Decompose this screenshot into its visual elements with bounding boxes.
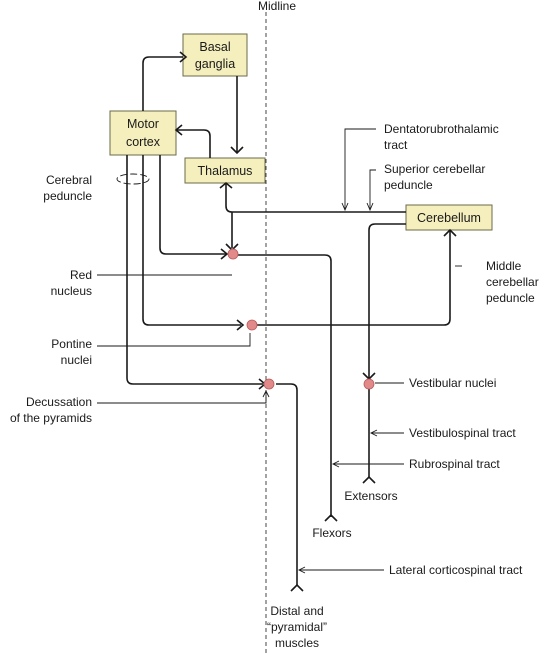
- superior-peduncle-leader: [369, 169, 376, 210]
- dentatorubrothalamic-label-1: Dentatorubrothalamic: [384, 122, 499, 136]
- vestibular-nuclei-label: Vestibular nuclei: [409, 376, 496, 390]
- thalamus-to-cortex: [176, 129, 211, 158]
- lateral-corticospinal-path: [276, 383, 298, 586]
- basal-ganglia-line2: ganglia: [195, 57, 235, 71]
- basal-ganglia-box: Basal ganglia: [182, 33, 248, 77]
- decussation-node: [263, 378, 275, 390]
- red-nucleus-label-2: nucleus: [51, 284, 92, 298]
- distal-label-3: muscles: [275, 636, 319, 650]
- cortex-to-red-nucleus: [159, 155, 226, 255]
- cerebellum-to-vestibular: [368, 223, 406, 378]
- flexors-fork: [324, 513, 338, 522]
- flexors-label: Flexors: [312, 526, 351, 540]
- cerebral-peduncle-label-1: Cerebral: [46, 173, 92, 187]
- superior-arrow: [366, 202, 374, 212]
- motor-cortex-line2: cortex: [126, 135, 161, 149]
- decussation-label-2: of the pyramids: [10, 411, 92, 425]
- cerebral-peduncle-label-2: peduncle: [43, 189, 92, 203]
- red-nucleus-node: [227, 248, 239, 260]
- decussation-arrow: [262, 389, 270, 398]
- cortex-fork-basal: [179, 51, 188, 63]
- cortex-to-pontine: [142, 155, 241, 326]
- thalamus-label: Thalamus: [198, 164, 253, 178]
- dentato-arrow: [341, 202, 349, 212]
- middle-peduncle-label-2: cerebellar: [486, 275, 539, 289]
- decussation-leader: [97, 391, 267, 404]
- superior-peduncle-label-1: Superior cerebellar: [384, 162, 485, 176]
- pontine-label-1: Pontine: [51, 337, 92, 351]
- decussation-label-1: Decussation: [26, 395, 92, 409]
- basal-ganglia-line1: Basal: [199, 40, 230, 54]
- dentatorubrothalamic-leader: [344, 128, 376, 210]
- superior-peduncle-label-2: peduncle: [384, 178, 433, 192]
- thalamus-box: Thalamus: [184, 157, 266, 184]
- dentatorubrothalamic-label-2: tract: [384, 138, 408, 152]
- corticospinal-path: [126, 155, 263, 385]
- basal-thalamus-fork: [230, 146, 244, 155]
- pontine-label-2: nuclei: [61, 353, 92, 367]
- rubrospinal-path: [238, 254, 332, 517]
- lateral-corticospinal-arrow: [297, 566, 306, 574]
- cortex-to-basal-ganglia: [142, 56, 183, 111]
- pontine-nuclei-node: [246, 319, 258, 331]
- cerebellum-box: Cerebellum: [405, 204, 493, 231]
- thalamus-cortex-fork: [174, 124, 183, 136]
- extensors-label: Extensors: [344, 489, 397, 503]
- midline-label: Midline: [258, 0, 296, 13]
- rubrospinal-label: Rubrospinal tract: [409, 457, 500, 471]
- pontine-left-fork: [236, 319, 245, 331]
- lateral-corticospinal-label: Lateral corticospinal tract: [389, 563, 523, 577]
- middle-peduncle-fork: [443, 228, 457, 237]
- thalamus-fork: [219, 181, 233, 189]
- red-nucleus-label-1: Red: [70, 268, 92, 282]
- dentatorubrothalamic-path: [225, 183, 406, 213]
- distal-fork: [290, 583, 304, 592]
- distal-label-2: “pyramidal”: [267, 620, 327, 634]
- cerebral-peduncle-ring: [116, 173, 150, 185]
- motor-cortex-line1: Motor: [127, 117, 159, 131]
- pontine-leader: [97, 333, 251, 347]
- middle-peduncle-label-1: Middle: [486, 259, 522, 273]
- red-nucleus-left-fork: [220, 248, 229, 260]
- vestibulospinal-arrow: [369, 429, 378, 437]
- vestibulospinal-label: Vestibulospinal tract: [409, 426, 516, 440]
- cerebellum-label: Cerebellum: [417, 211, 481, 225]
- rubrospinal-arrow: [331, 460, 340, 468]
- middle-peduncle-label-3: peduncle: [486, 291, 535, 305]
- distal-label-1: Distal and: [270, 604, 323, 618]
- pontine-to-cerebellum: [256, 230, 451, 326]
- vestibular-nuclei-node: [363, 378, 375, 390]
- extensors-fork: [362, 475, 376, 484]
- motor-cortex-box: Motor cortex: [109, 110, 177, 156]
